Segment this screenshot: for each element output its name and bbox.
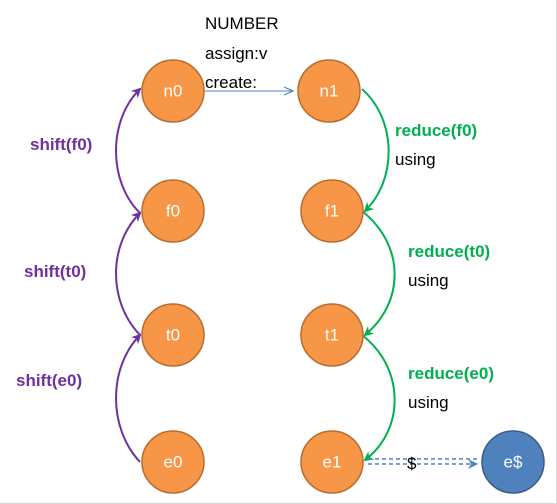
node-e1-circle bbox=[300, 430, 364, 494]
shift-arc-f0 bbox=[115, 87, 142, 214]
node-e1-label: e1 bbox=[323, 453, 342, 472]
node-f0: f0 bbox=[141, 179, 205, 243]
shift-labels: shift(f0) shift(t0) shift(e0) bbox=[16, 135, 92, 390]
shift-label-e0: shift(e0) bbox=[16, 371, 82, 390]
node-n0: n0 bbox=[141, 59, 205, 123]
end-edge-label: $ bbox=[407, 454, 417, 473]
node-e0-label: e0 bbox=[164, 453, 183, 472]
node-t1-circle bbox=[300, 303, 364, 367]
reduce-using-e0: using bbox=[408, 393, 449, 412]
top-label-number: NUMBER bbox=[205, 14, 279, 33]
left-nodes: n0 f0 t0 e0 bbox=[141, 59, 205, 494]
node-t1: t1 bbox=[300, 303, 364, 367]
node-n0-circle bbox=[141, 59, 205, 123]
node-e1: e1 bbox=[300, 430, 364, 494]
shift-arc-t0 bbox=[115, 211, 142, 336]
node-e-end: e$ bbox=[481, 430, 545, 494]
reduce-using-t0: using bbox=[408, 271, 449, 290]
node-t1-label: t1 bbox=[325, 326, 339, 345]
top-label-create: create: bbox=[205, 73, 257, 92]
node-n1: n1 bbox=[297, 59, 361, 123]
node-t0: t0 bbox=[141, 303, 205, 367]
reduce-arc-f0 bbox=[361, 88, 390, 213]
node-e-end-circle bbox=[481, 430, 545, 494]
shift-arcs bbox=[115, 87, 142, 463]
reduce-labels: reduce(f0) using reduce(t0) using reduce… bbox=[395, 121, 494, 412]
node-f1: f1 bbox=[300, 179, 364, 243]
reduce-label-e0: reduce(e0) bbox=[408, 364, 494, 383]
node-n0-label: n0 bbox=[164, 82, 183, 101]
node-e0-circle bbox=[141, 430, 205, 494]
node-e-end-label: e$ bbox=[504, 453, 523, 472]
reduce-arc-e0 bbox=[361, 334, 396, 462]
node-f0-label: f0 bbox=[166, 202, 180, 221]
right-nodes: n1 f1 t1 e1 bbox=[297, 59, 364, 494]
node-f0-circle bbox=[141, 179, 205, 243]
node-f1-label: f1 bbox=[325, 202, 339, 221]
reduce-label-f0: reduce(f0) bbox=[395, 121, 477, 140]
node-t0-circle bbox=[141, 303, 205, 367]
node-f1-circle bbox=[300, 179, 364, 243]
node-t0-label: t0 bbox=[166, 326, 180, 345]
reduce-using-f0: using bbox=[395, 150, 436, 169]
node-n1-label: n1 bbox=[320, 82, 339, 101]
node-e0: e0 bbox=[141, 430, 205, 494]
shift-label-f0: shift(f0) bbox=[30, 135, 92, 154]
shift-label-t0: shift(t0) bbox=[24, 262, 86, 281]
shift-arc-e0 bbox=[115, 333, 142, 463]
node-n1-circle bbox=[297, 59, 361, 123]
edge-e1-eend bbox=[368, 458, 478, 469]
top-labels: NUMBER assign:v create: bbox=[205, 14, 279, 92]
reduce-arcs bbox=[361, 88, 396, 462]
reduce-arc-t0 bbox=[361, 210, 396, 337]
top-label-assign: assign:v bbox=[205, 44, 268, 63]
reduce-label-t0: reduce(t0) bbox=[408, 242, 490, 261]
